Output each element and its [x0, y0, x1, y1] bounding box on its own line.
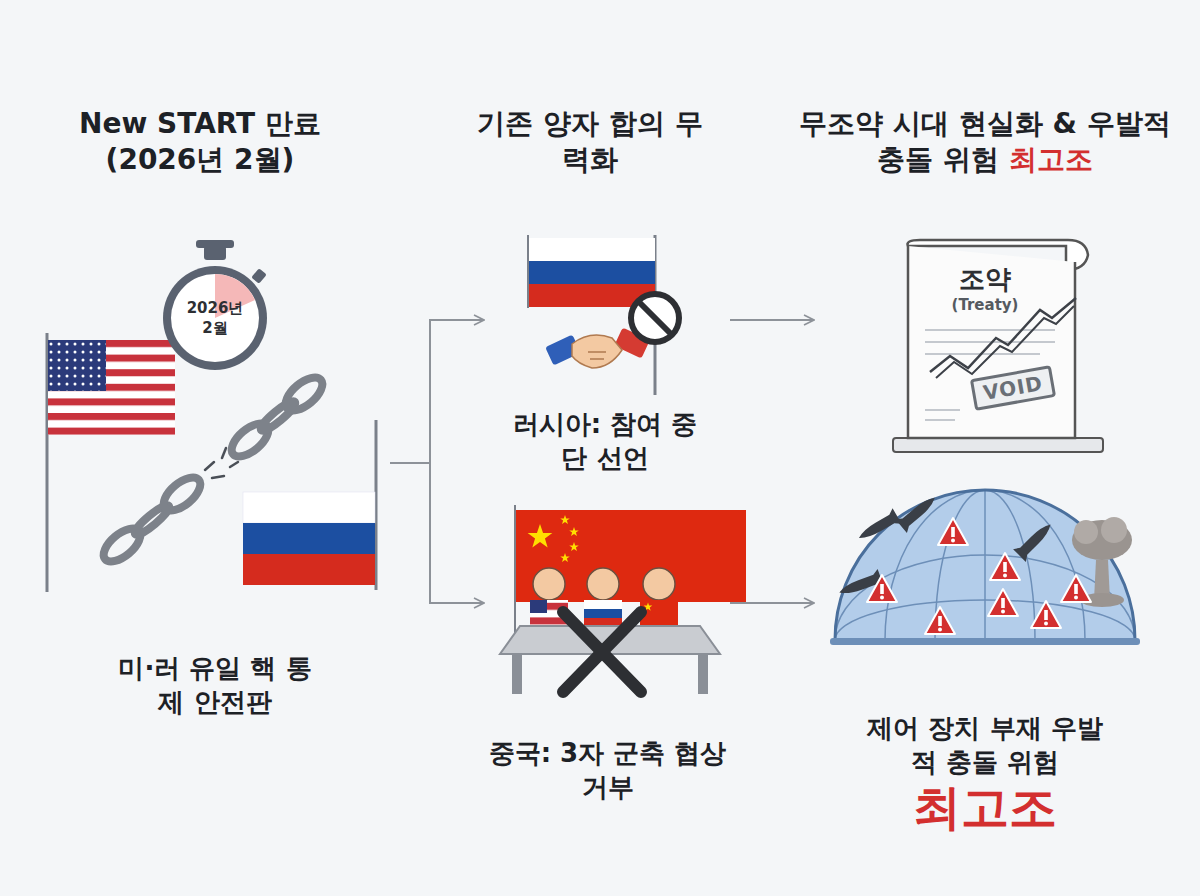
- caption: 중국: 3자 군축 협상 거부: [483, 737, 733, 805]
- flow-arrow: [390, 320, 484, 463]
- column-header: 기존 양자 합의 무력화: [475, 106, 705, 179]
- void-stamp: VOID: [970, 365, 1056, 411]
- column-header: 무조약 시대 현실화 & 우발적 충돌 위험 최고조: [795, 106, 1175, 179]
- treaty-title: 조약: [959, 262, 1011, 297]
- flow-arrow: [730, 319, 814, 321]
- russia-group: 러시아: 참여 중단 선언: [490, 228, 720, 476]
- flow-arrow: [730, 602, 814, 604]
- treaty-document: 조약(Treaty) VOID: [820, 232, 1150, 457]
- column-header-text: 무조약 시대 현실화 & 우발적 충돌 위험: [799, 107, 1170, 176]
- risk-globe: 제어 장치 부재 우발적 충돌 위험최고조: [820, 495, 1150, 835]
- flow-arrow: [390, 463, 484, 603]
- caption: 러시아: 참여 중단 선언: [510, 408, 700, 476]
- column-header: New START 만료 (2026년 2월): [50, 106, 350, 179]
- china-group: 중국: 3자 군축 협상 거부: [490, 500, 725, 805]
- caption: 미·러 유일 핵 통제 안전판: [115, 652, 315, 720]
- treaty-subtitle: (Treaty): [952, 296, 1019, 314]
- emphasis-text: 최고조: [913, 780, 1057, 835]
- column-header-emphasis: 최고조: [1009, 143, 1093, 176]
- stopwatch-date: 2026년 2월: [182, 299, 248, 338]
- caption: 제어 장치 부재 우발적 충돌 위험: [855, 712, 1115, 780]
